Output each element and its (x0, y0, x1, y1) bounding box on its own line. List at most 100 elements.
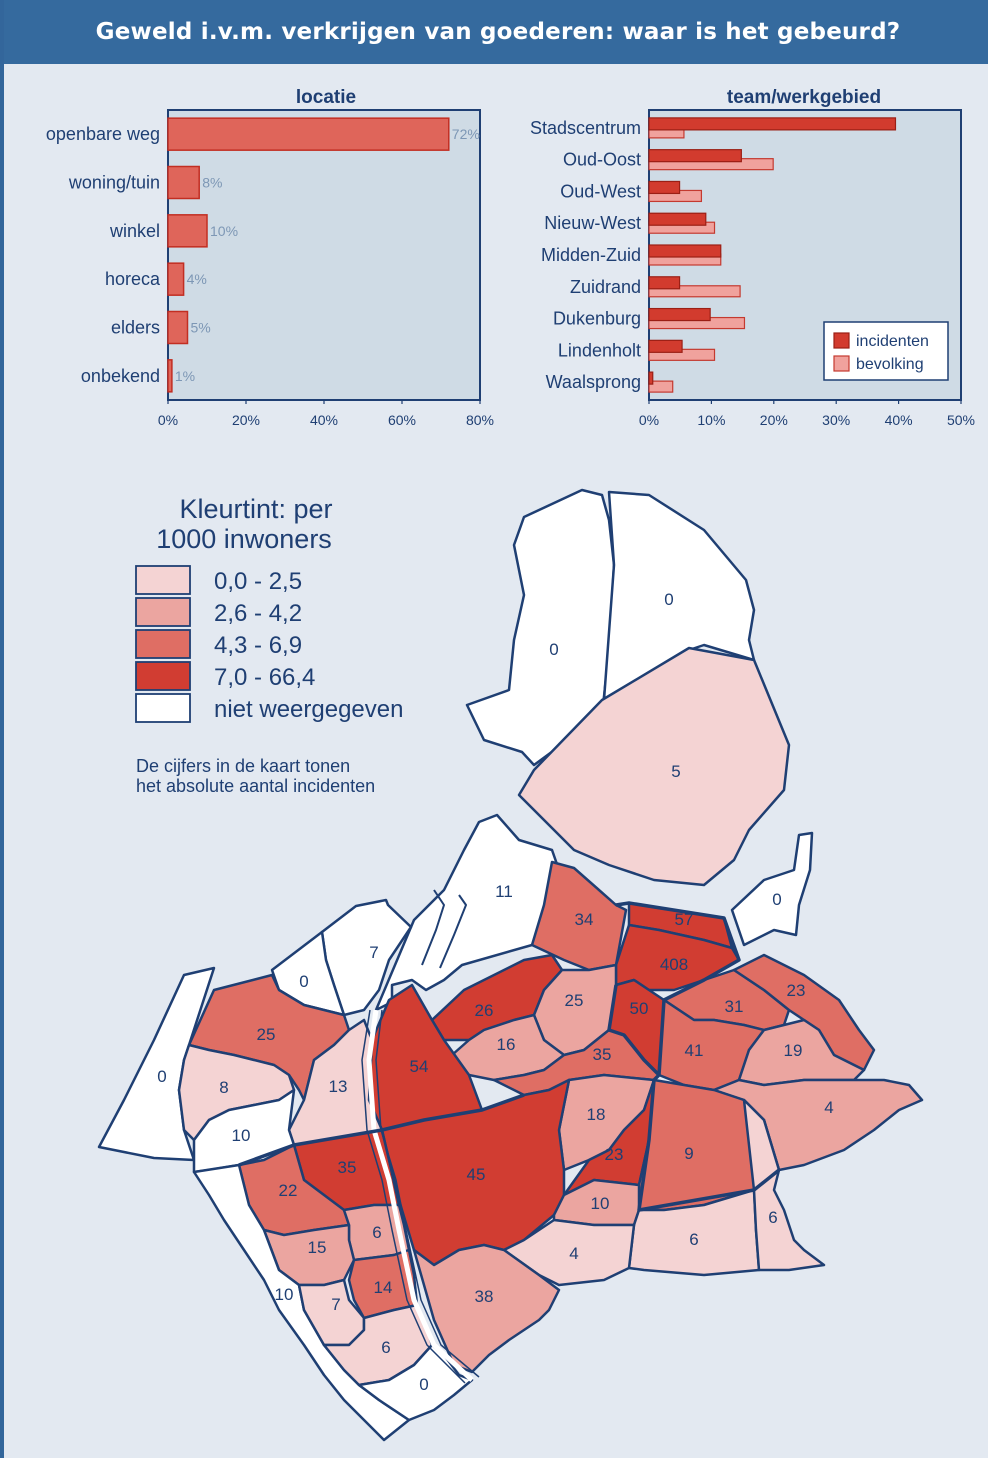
page-title: Geweld i.v.m. verkrijgen van goederen: w… (4, 0, 988, 64)
map-legend-label: 2,6 - 4,2 (214, 600, 302, 627)
location-bar (167, 214, 208, 248)
region-count-label: 14 (374, 1278, 393, 1297)
region-count-label: 54 (410, 1057, 429, 1076)
location-category-label: woning/tuin (68, 173, 160, 193)
river-bank-east (375, 1009, 480, 1378)
team-bar-bevolking (648, 285, 741, 298)
harbour-basin-2 (439, 894, 467, 969)
region-count-label: 50 (630, 999, 649, 1018)
region-count-label: 11 (495, 882, 513, 901)
region-count-label: 35 (338, 1158, 357, 1177)
region-count-label: 5 (671, 762, 680, 781)
team-bar-incidenten (648, 276, 681, 290)
location-value-label: 72% (452, 126, 480, 142)
team-x-tick-label: 40% (885, 412, 913, 428)
region-waalsprong-west (465, 488, 616, 767)
region-c0e (357, 1343, 474, 1422)
location-category-label: openbare weg (46, 124, 160, 144)
region-count-label: 408 (660, 955, 688, 974)
team-category-label: Midden-Zuid (541, 245, 641, 265)
location-category-label: horeca (105, 269, 161, 289)
region-count-label: 25 (257, 1025, 276, 1044)
region-count-label: 0 (419, 1375, 428, 1394)
map-legend-swatch (135, 629, 191, 659)
region-count-label: 10 (591, 1194, 610, 1213)
team-bar-incidenten (648, 339, 683, 353)
district-boundary-mid (381, 1093, 525, 1132)
region-count-label: 34 (575, 910, 594, 929)
map-legend-swatch (135, 565, 191, 595)
team-category-label: Dukenburg (553, 309, 641, 329)
region-count-label: 4 (569, 1244, 578, 1263)
map-legend-swatch (135, 693, 191, 723)
location-x-tick-label: 0% (158, 412, 178, 428)
map-note-line2: het absolute aantal incidenten (136, 776, 375, 796)
region-count-label: 6 (381, 1338, 390, 1357)
region-count-label: 35 (593, 1045, 612, 1064)
region-count-label: 4 (824, 1098, 833, 1117)
team-category-label: Nieuw-West (544, 213, 641, 233)
map-note-line1: De cijfers in de kaart tonen (136, 756, 350, 776)
region-count-label: 16 (497, 1035, 516, 1054)
region-count-label: 9 (684, 1144, 693, 1163)
figure-canvas: locatie openbare wegwoning/tuinwinkelhor… (46, 87, 975, 1442)
region-count-label: 41 (685, 1041, 704, 1060)
location-chart-title: locatie (296, 87, 356, 108)
district-boundary-east (615, 901, 781, 1212)
district-boundary-center (607, 984, 661, 1077)
team-bar-incidenten (648, 244, 722, 258)
team-category-label: Stadscentrum (530, 118, 641, 138)
team-category-label: Oud-West (560, 181, 641, 201)
region-count-label: 13 (329, 1077, 348, 1096)
team-x-tick-label: 10% (697, 412, 725, 428)
location-value-label: 10% (210, 223, 238, 239)
team-bar-incidenten (648, 180, 681, 195)
location-x-tick-label: 40% (310, 412, 338, 428)
location-bar (167, 165, 200, 200)
river-bank-west (361, 1009, 466, 1384)
location-value-label: 4% (187, 271, 207, 287)
region-count-label: 6 (372, 1223, 381, 1242)
region-waalsprong-east (602, 490, 756, 702)
location-bar (167, 359, 173, 393)
team-chart: team/werkgebied StadscentrumOud-OostOud-… (530, 87, 975, 428)
map-legend-title-line1: Kleurtint: per (179, 494, 332, 524)
region-count-label: 10 (275, 1285, 294, 1304)
region-count-label: 31 (725, 997, 744, 1016)
region-count-label: 22 (279, 1181, 298, 1200)
team-category-label: Lindenholt (558, 340, 641, 360)
location-chart: locatie openbare wegwoning/tuinwinkelhor… (46, 87, 494, 428)
region-count-label: 57 (675, 910, 694, 929)
map-legend-label: 0,0 - 2,5 (214, 568, 302, 595)
team-bar-incidenten (648, 212, 707, 226)
river-canal (366, 1009, 474, 1382)
team-category-label: Zuidrand (570, 277, 641, 297)
region-count-label: 6 (689, 1230, 698, 1249)
region-haven (374, 813, 561, 1012)
legend-label-incidenten: incidenten (856, 333, 929, 350)
region-count-label: 0 (157, 1067, 166, 1086)
region-count-label: 23 (787, 981, 806, 1000)
team-chart-title: team/werkgebied (727, 87, 881, 108)
region-count-label: 23 (605, 1145, 624, 1164)
region-count-label: 38 (475, 1287, 494, 1306)
region-count-label: 7 (369, 943, 378, 962)
harbour-basin-1 (421, 889, 445, 966)
location-x-tick-label: 60% (388, 412, 416, 428)
region-c4b (502, 1218, 636, 1287)
region-count-label: 8 (219, 1078, 228, 1097)
map-legend-title-line2: 1000 inwoners (156, 524, 332, 554)
location-x-tick-label: 80% (466, 412, 494, 428)
region-count-label: 10 (232, 1126, 251, 1145)
team-bar-bevolking (648, 380, 674, 393)
team-x-tick-label: 0% (639, 412, 659, 428)
location-value-label: 1% (175, 368, 195, 384)
region-count-label: 7 (331, 1295, 340, 1314)
team-x-tick-label: 30% (822, 412, 850, 428)
team-bar-incidenten (648, 307, 711, 322)
location-category-label: elders (111, 318, 160, 338)
region-count-label: 0 (299, 972, 308, 991)
location-value-label: 5% (191, 320, 211, 336)
region-waalsprong-south (517, 646, 791, 887)
